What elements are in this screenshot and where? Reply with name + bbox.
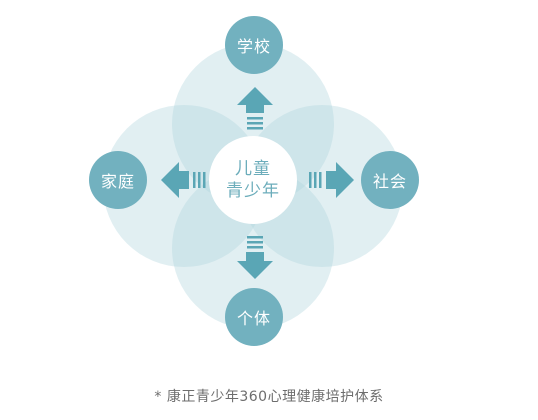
node-family: 家庭 [89,151,147,209]
center-label-line2: 青少年 [226,181,280,201]
node-individual-label: 个体 [236,309,271,328]
node-school: 学校 [225,16,283,74]
arrow-left-icon [161,162,206,198]
node-individual: 个体 [225,288,283,346]
center-circle: 儿童 青少年 [209,136,297,224]
node-school-label: 学校 [236,37,271,56]
caption: * 康正青少年360心理健康培护体系 [154,389,384,405]
node-society-label: 社会 [372,172,407,191]
node-society: 社会 [361,151,419,209]
arrow-down-icon [237,236,273,279]
node-family-label: 家庭 [100,172,135,191]
arrow-right-icon [309,162,354,198]
center-label-line1: 儿童 [235,159,271,179]
arrow-up-icon [237,87,273,130]
wellness-diagram: 儿童 青少年 学校 家庭 社会 个体 [89,16,419,346]
